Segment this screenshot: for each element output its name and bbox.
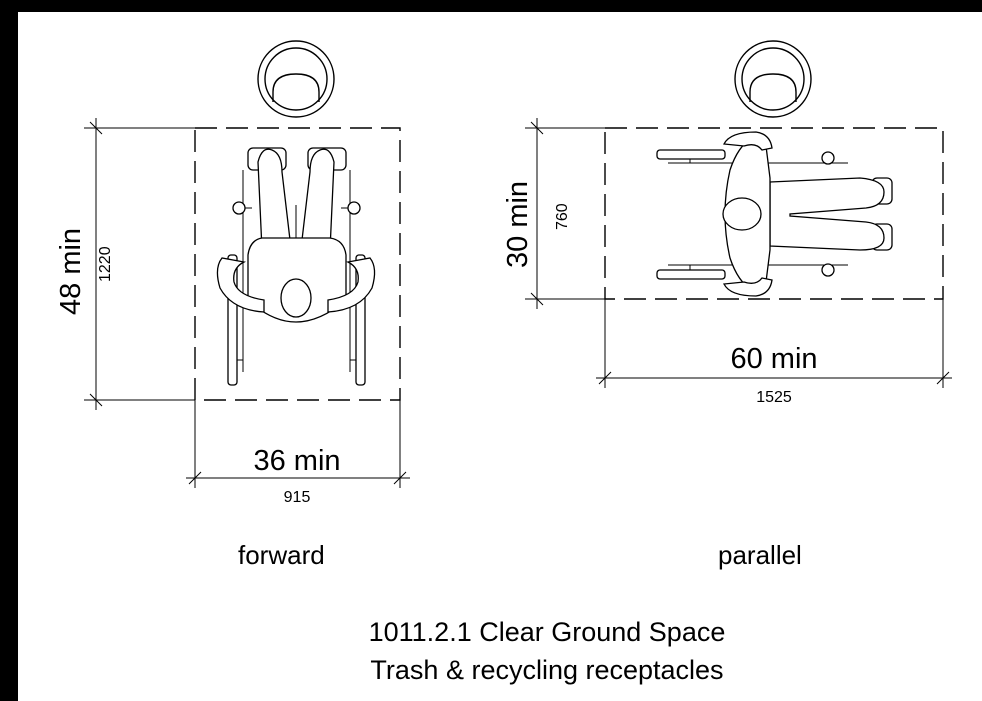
forward-depth-dimension (84, 118, 195, 410)
forward-width-imperial: 36 min (253, 445, 340, 477)
forward-receptacle-icon (257, 40, 335, 118)
caption-title: 1011.2.1 Clear Ground Space (368, 617, 726, 647)
parallel-width-metric: 1525 (756, 389, 792, 406)
parallel-depth-metric: 760 (554, 203, 571, 230)
forward-clear-space-outline (194, 127, 401, 401)
parallel-wheelchair-icon (656, 131, 893, 297)
forward-width-metric: 915 (284, 489, 311, 506)
forward-approach-label: forward (238, 540, 325, 570)
parallel-clear-space-outline (604, 127, 944, 300)
forward-depth-metric: 1220 (97, 246, 114, 282)
drawing-sheet (18, 12, 982, 701)
caption-subtitle: Trash & recycling receptacles (370, 655, 724, 685)
forward-width-dimension (186, 400, 410, 488)
parallel-width-imperial: 60 min (730, 343, 817, 375)
parallel-receptacle-icon (734, 40, 812, 118)
parallel-approach-label: parallel (718, 540, 802, 570)
forward-wheelchair-icon (216, 147, 376, 386)
parallel-depth-imperial: 30 min (502, 181, 534, 268)
parallel-depth-dimension (525, 118, 605, 309)
parallel-width-dimension (596, 299, 952, 388)
forward-depth-imperial: 48 min (55, 228, 87, 315)
